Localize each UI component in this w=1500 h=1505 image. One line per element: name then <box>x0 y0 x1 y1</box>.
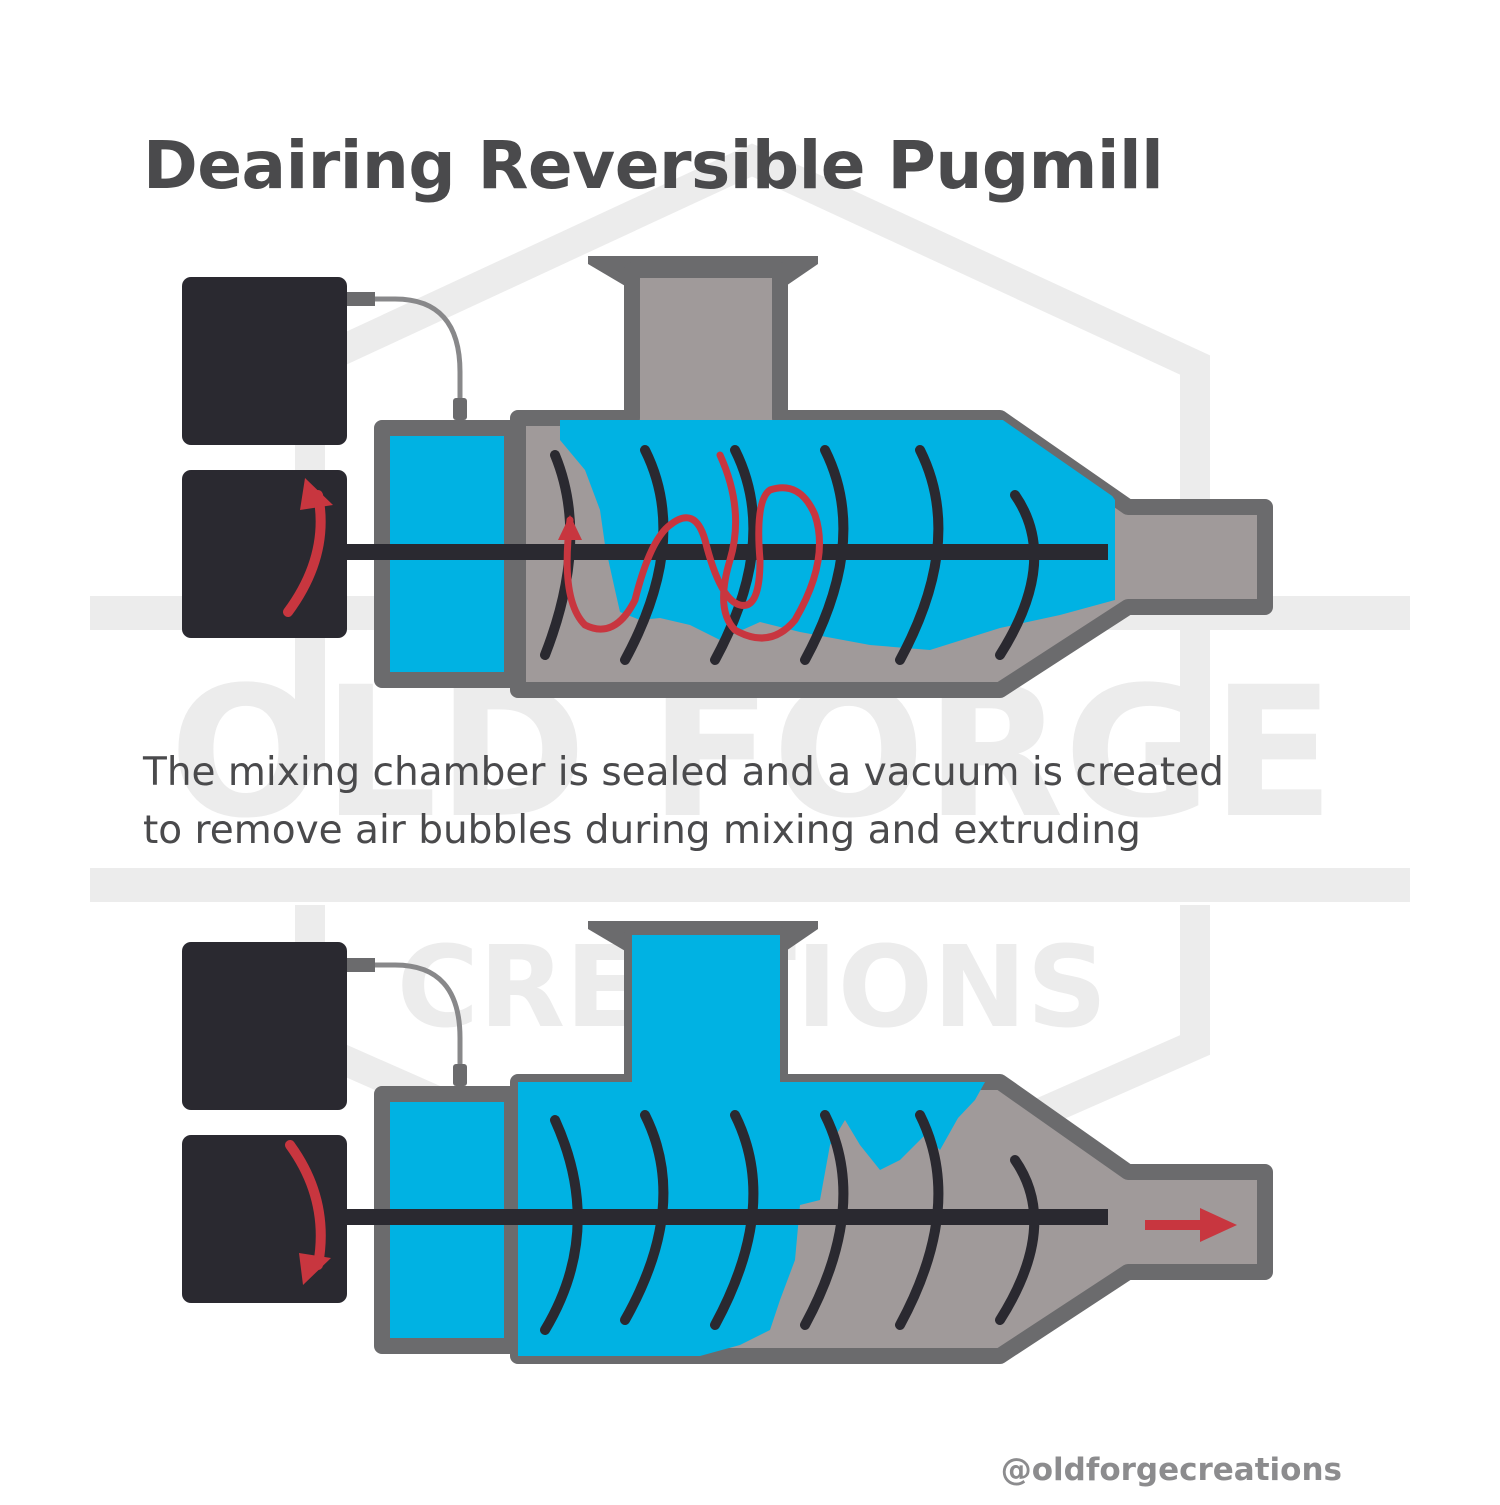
vacuum-hose-connector <box>347 292 375 306</box>
social-handle: @oldforgecreations <box>1000 1452 1342 1488</box>
page-title: Deairing Reversible Pugmill <box>143 127 1164 204</box>
auger-shaft <box>345 544 1108 560</box>
vacuum-port <box>453 398 467 420</box>
auger-shaft <box>345 1209 1108 1225</box>
rotation-arrow-down-icon <box>285 1140 326 1270</box>
vacuum-port <box>453 1064 467 1086</box>
motor-upper-block <box>182 277 347 445</box>
air-bubble-squiggle <box>563 451 823 642</box>
rotation-arrow-down-head <box>299 1253 331 1285</box>
rotation-arrow-up-icon <box>283 490 326 617</box>
pugmill-bottom <box>182 921 1273 1364</box>
watermark-bar-bottom <box>90 868 1410 902</box>
caption-line-1: The mixing chamber is sealed and a vacuu… <box>143 750 1224 795</box>
vacuum-hose <box>372 296 463 402</box>
caption: The mixing chamber is sealed and a vacuu… <box>143 744 1224 860</box>
motor-lower-block <box>182 470 347 638</box>
air-bubble-arrowhead <box>558 515 582 540</box>
vacuum-hose-connector <box>347 958 375 972</box>
extrusion-arrow-head <box>1200 1208 1237 1242</box>
extrusion-arrow-icon <box>1145 1220 1203 1230</box>
motor-upper-block <box>182 942 347 1110</box>
clay-fill <box>560 420 1115 650</box>
caption-line-2: to remove air bubbles during mixing and … <box>143 808 1141 853</box>
pugmill-top <box>182 256 1273 698</box>
rotation-arrow-up-head <box>300 478 333 510</box>
vacuum-hose <box>372 962 463 1068</box>
